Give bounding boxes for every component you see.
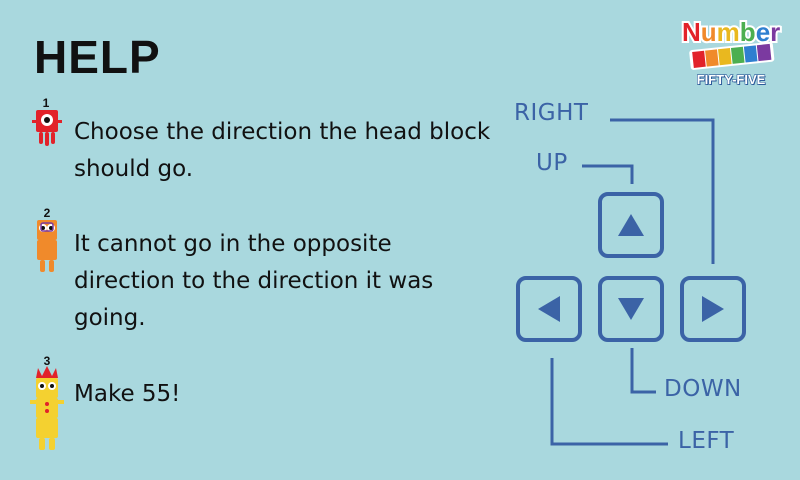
numberblock-one: 1 [28, 96, 64, 154]
numberblock-one-label: 1 [43, 96, 50, 110]
right-arrow-icon [702, 296, 724, 322]
instruction-make-55: Make 55! [74, 381, 181, 407]
numberblock-two: 2 [32, 206, 62, 282]
connector-lines [550, 118, 715, 446]
right-arrow-key[interactable] [680, 276, 746, 342]
instruction-choose-direction: Choose the direction the head block shou… [74, 119, 491, 182]
up-arrow-key[interactable] [598, 192, 664, 258]
logo-subtitle: FIFTY-FIVE [696, 71, 766, 87]
svg-text:Number: Number [682, 17, 780, 47]
instruction-no-opposite: It cannot go in the opposite direction t… [74, 231, 434, 331]
left-label: LEFT [678, 428, 735, 454]
down-label: DOWN [664, 376, 742, 402]
down-arrow-icon [618, 298, 644, 320]
down-arrow-key[interactable] [598, 276, 664, 342]
numberblock-two-label: 2 [44, 206, 51, 220]
right-label: RIGHT [514, 100, 589, 126]
page-title: HELP [34, 31, 161, 83]
up-arrow-icon [618, 214, 644, 236]
left-arrow-key[interactable] [516, 276, 582, 342]
numberblock-three-label: 3 [44, 354, 51, 368]
numberblocks-logo: Number FIFTY-FIVE [676, 14, 786, 88]
up-label: UP [536, 150, 568, 176]
left-arrow-icon [538, 296, 560, 322]
numberblock-three: 3 [28, 354, 66, 458]
controls-diagram: RIGHT UP DOWN LEFT [500, 96, 800, 480]
